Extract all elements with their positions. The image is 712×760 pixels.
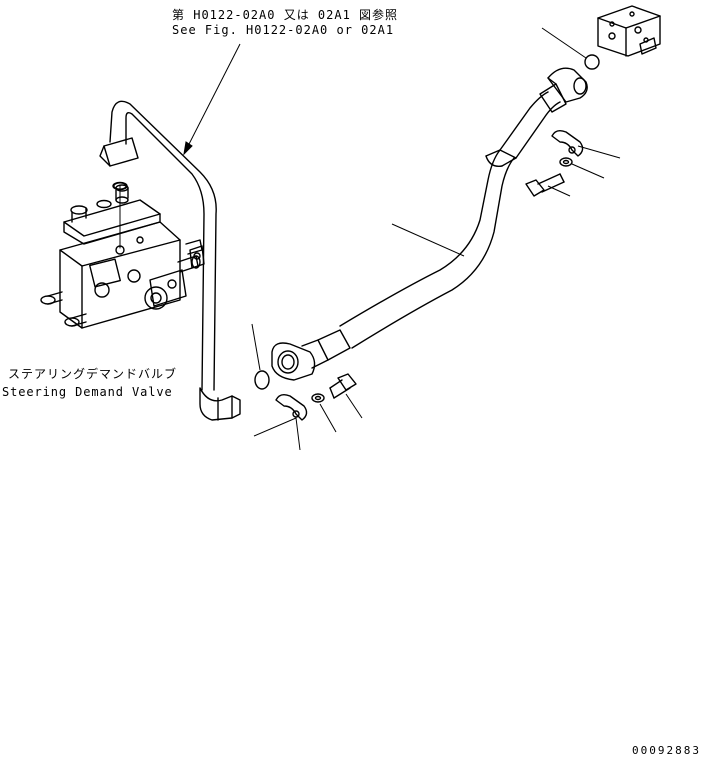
document-number: 00092883 [632, 744, 701, 757]
bolt-upper [525, 173, 565, 197]
leader-reference [185, 43, 241, 151]
leader-bolt-lower [345, 393, 363, 419]
o-ring-upper-right [584, 54, 600, 70]
steel-tube [99, 100, 241, 421]
washer-lower [311, 393, 325, 403]
hose-assembly [271, 67, 588, 381]
leader-clamp-upper [577, 145, 621, 159]
leader-washer-upper [571, 163, 605, 179]
leader-o-ring-upper-right [541, 27, 587, 59]
leader-o-ring-lower [251, 323, 261, 371]
leader-washer-lower [319, 403, 337, 433]
reference-label-jp: 第 H0122-02A0 又は 02A1 図参照 [172, 8, 399, 22]
leader-hose [391, 223, 465, 257]
reference-label-en: See Fig. H0122-02A0 or 02A1 [172, 23, 395, 37]
steering-demand-valve [40, 181, 203, 329]
clamp-upper [551, 129, 584, 157]
leader-reference-arrow [183, 141, 193, 156]
bolt-lower [329, 373, 357, 399]
valve-label-jp: ステアリングデマンドバルブ [8, 367, 178, 381]
valve-label-en: Steering Demand Valve [2, 385, 173, 399]
manifold-block [597, 5, 661, 57]
o-ring-upper [113, 182, 127, 190]
o-ring-lower [254, 370, 270, 390]
leader-bolt-upper [547, 185, 571, 197]
leader-tube-end [253, 417, 301, 451]
clamp-lower [275, 393, 308, 421]
washer-upper [559, 157, 573, 167]
